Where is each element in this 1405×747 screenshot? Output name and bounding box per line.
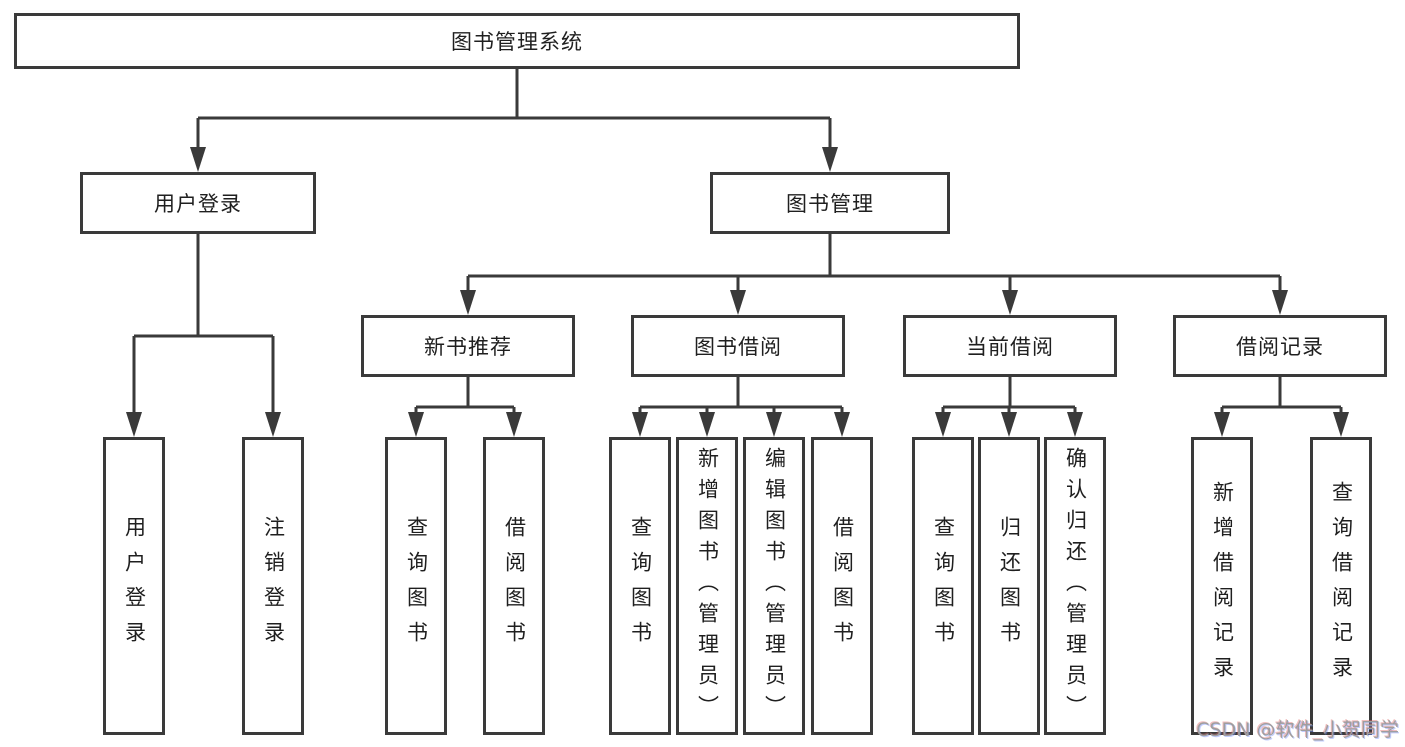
leaf-add-books-admin: 新增图书（管理员） xyxy=(676,437,738,735)
node-borrowing-records: 借阅记录 xyxy=(1173,315,1387,377)
leaf-search-books-recommendation: 查询图书 xyxy=(385,437,447,735)
node-label: 用户登录 xyxy=(154,192,242,216)
node-label: 新增借阅记录 xyxy=(1210,481,1235,691)
leaf-add-borrow-record: 新增借阅记录 xyxy=(1191,437,1253,735)
leaf-search-books-borrowing: 查询图书 xyxy=(609,437,671,735)
node-label: 借阅图书 xyxy=(502,516,527,656)
node-label: 注销登录 xyxy=(261,516,286,656)
leaf-edit-books-admin: 编辑图书（管理员） xyxy=(743,437,805,735)
node-label: 图书管理 xyxy=(786,192,874,216)
node-user-login: 用户登录 xyxy=(80,172,316,234)
csdn-watermark: CSDN @软件_小贺同学 xyxy=(1196,719,1399,741)
node-label: 查询图书 xyxy=(628,516,653,656)
node-book-management: 图书管理 xyxy=(710,172,950,234)
node-label: 查询图书 xyxy=(931,516,956,656)
node-label: 借阅记录 xyxy=(1236,335,1324,359)
node-current-borrowing: 当前借阅 xyxy=(903,315,1117,377)
node-label: 确认归还（管理员） xyxy=(1063,446,1088,726)
node-label: 查询借阅记录 xyxy=(1329,481,1354,691)
leaf-borrow-books: 借阅图书 xyxy=(811,437,873,735)
leaf-search-books-current: 查询图书 xyxy=(912,437,974,735)
leaf-borrow-books-recommendation: 借阅图书 xyxy=(483,437,545,735)
node-label: 图书借阅 xyxy=(694,335,782,359)
node-library-management-system: 图书管理系统 xyxy=(14,13,1020,69)
leaf-return-books: 归还图书 xyxy=(978,437,1040,735)
node-label: 新书推荐 xyxy=(424,335,512,359)
leaf-search-borrow-record: 查询借阅记录 xyxy=(1310,437,1372,735)
node-book-borrowing: 图书借阅 xyxy=(631,315,845,377)
node-label: 当前借阅 xyxy=(966,335,1054,359)
leaf-logout: 注销登录 xyxy=(242,437,304,735)
node-label: 用户登录 xyxy=(122,516,147,656)
node-new-book-recommendation: 新书推荐 xyxy=(361,315,575,377)
node-label: 归还图书 xyxy=(997,516,1022,656)
node-label: 借阅图书 xyxy=(830,516,855,656)
leaf-user-login: 用户登录 xyxy=(103,437,165,735)
node-label: 图书管理系统 xyxy=(451,30,583,54)
node-label: 编辑图书（管理员） xyxy=(762,446,787,726)
arrowheads xyxy=(126,147,1349,437)
node-label: 新增图书（管理员） xyxy=(695,446,720,726)
node-label: 查询图书 xyxy=(404,516,429,656)
leaf-confirm-return-admin: 确认归还（管理员） xyxy=(1044,437,1106,735)
